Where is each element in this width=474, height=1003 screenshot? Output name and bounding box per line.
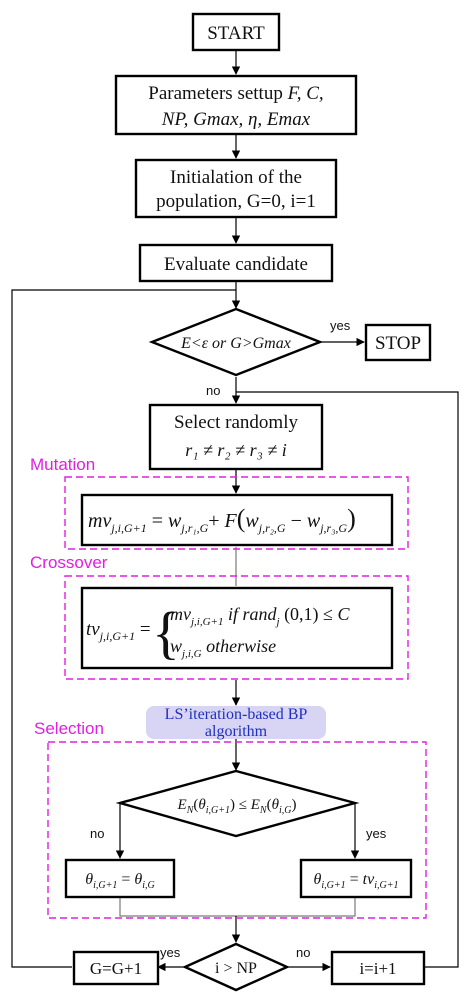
connectors <box>11 50 459 972</box>
keep-parent-box <box>64 858 176 899</box>
ls-bp-line1: LS’iteration-based BP <box>165 706 308 723</box>
mutation-formula-box <box>80 493 394 547</box>
mutation-label: Mutation <box>30 455 95 474</box>
svg-text:{: { <box>152 600 180 665</box>
loop-no-label: no <box>296 945 310 960</box>
ls-bp-node <box>146 706 326 739</box>
selection-no-label: no <box>90 826 104 841</box>
initialization-line2: population, G=0, i=1 <box>156 191 316 212</box>
g-update-label: G=G+1 <box>90 959 142 978</box>
i-update-label: i=i+1 <box>359 959 396 978</box>
select-line2: r₁ ≠ r₂ ≠ r₃ ≠ i <box>185 440 286 460</box>
stop-label: STOP <box>375 333 421 354</box>
select-node <box>148 403 324 471</box>
evaluate-node <box>138 243 334 283</box>
i-update-node <box>330 950 426 986</box>
yes-stop-label: yes <box>330 318 351 333</box>
crossover-formula-box <box>80 586 394 670</box>
termination-condition: E<ε or G>Gmax <box>180 335 291 352</box>
parameters-line2: NP, Gmax, η, Emax <box>161 109 311 130</box>
crossover-frame <box>64 575 409 680</box>
loop-condition: i > NP <box>215 960 257 977</box>
accept-trial-box <box>299 858 413 899</box>
initialization-node <box>134 158 338 219</box>
ls-bp-line2: algorithm <box>205 723 268 740</box>
start-label: START <box>207 23 265 44</box>
crossover-label: Crossover <box>30 553 108 572</box>
evaluate-label: Evaluate candidate <box>164 254 308 275</box>
selection-decision <box>115 769 360 838</box>
selection-frame <box>47 741 427 919</box>
no-condition-label: no <box>206 383 220 398</box>
start-node <box>191 12 281 52</box>
initialization-line1: Initialation of the <box>170 167 302 188</box>
termination-decision <box>148 307 324 377</box>
loop-yes-label: yes <box>160 945 181 960</box>
g-update-node <box>72 950 160 986</box>
selection-yes-label: yes <box>366 826 387 841</box>
loop-decision <box>182 942 290 992</box>
parameters-node <box>114 74 358 136</box>
select-line1: Select randomly <box>174 412 298 433</box>
selection-label: Selection <box>34 719 104 738</box>
mutation-frame <box>64 476 409 550</box>
stop-node <box>364 323 432 362</box>
svg-text:tvj,i,G+1 =: tvj,i,G+1 = <box>86 619 151 643</box>
parameters-line1: Parameters settup F, C, <box>148 83 323 104</box>
